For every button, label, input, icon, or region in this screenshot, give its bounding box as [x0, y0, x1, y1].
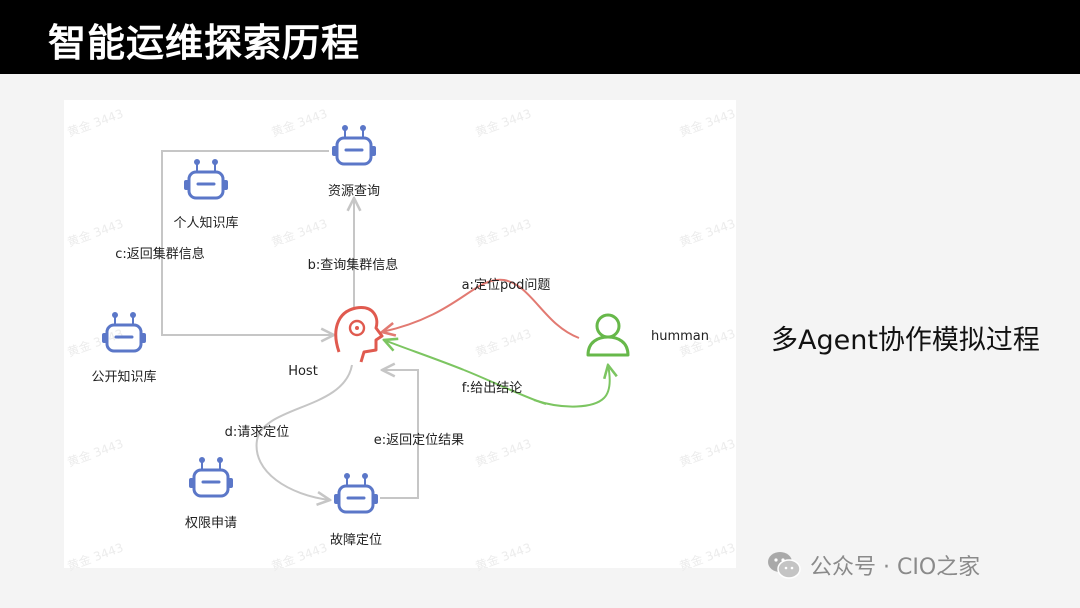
node-fault-locate-label: 故障定位: [329, 533, 383, 548]
node-resource-query-label: 资源查询: [327, 184, 381, 199]
node-human-label: humman: [650, 329, 710, 344]
node-permission-label: 权限申请: [184, 516, 238, 531]
node-public-kb-label: 公开知识库: [91, 370, 157, 385]
edge-a-label: a:定位pod问题: [461, 278, 551, 293]
node-host-label: Host: [288, 364, 318, 379]
wechat-footer: 公众号 · CIO之家: [766, 549, 980, 581]
header-bar: 智能运维探索历程: [0, 0, 1080, 74]
agent-diagram: 黄金 3443 黄金 3443 黄金 3443 黄金 3443 黄金 3443 …: [64, 100, 737, 574]
diagram-canvas: [100, 123, 630, 514]
person-icon: [586, 313, 630, 357]
edge-d-label: d:请求定位: [224, 425, 290, 440]
edge-c-label: c:返回集群信息: [115, 247, 205, 262]
robot-icon: [332, 471, 380, 514]
node-personal-kb-label: 个人知识库: [173, 216, 239, 231]
edge-e-label: e:返回定位结果: [373, 433, 465, 448]
wechat-account-label: 公众号 · CIO之家: [810, 555, 981, 580]
edge-f-arrow-b: [533, 365, 610, 408]
page-title: 智能运维探索历程: [48, 21, 361, 65]
robot-icon: [330, 123, 378, 166]
edge-a-locate-pod: [382, 278, 580, 339]
edge-e-return-locate: [380, 370, 419, 499]
edge-d-request-locate: [255, 364, 353, 500]
robot-icon: [187, 455, 235, 498]
wechat-icon: [768, 552, 801, 579]
brain-head-icon: [334, 306, 384, 363]
edge-c-return-cluster: [161, 150, 334, 335]
edge-b-label: b:查询集群信息: [307, 258, 399, 273]
robot-icon: [100, 310, 148, 353]
robot-icon: [182, 157, 230, 200]
edge-f-arrow-a: [384, 340, 465, 371]
edge-f-label: f:给出结论: [461, 381, 523, 396]
side-caption: 多Agent协作模拟过程: [771, 325, 1040, 356]
